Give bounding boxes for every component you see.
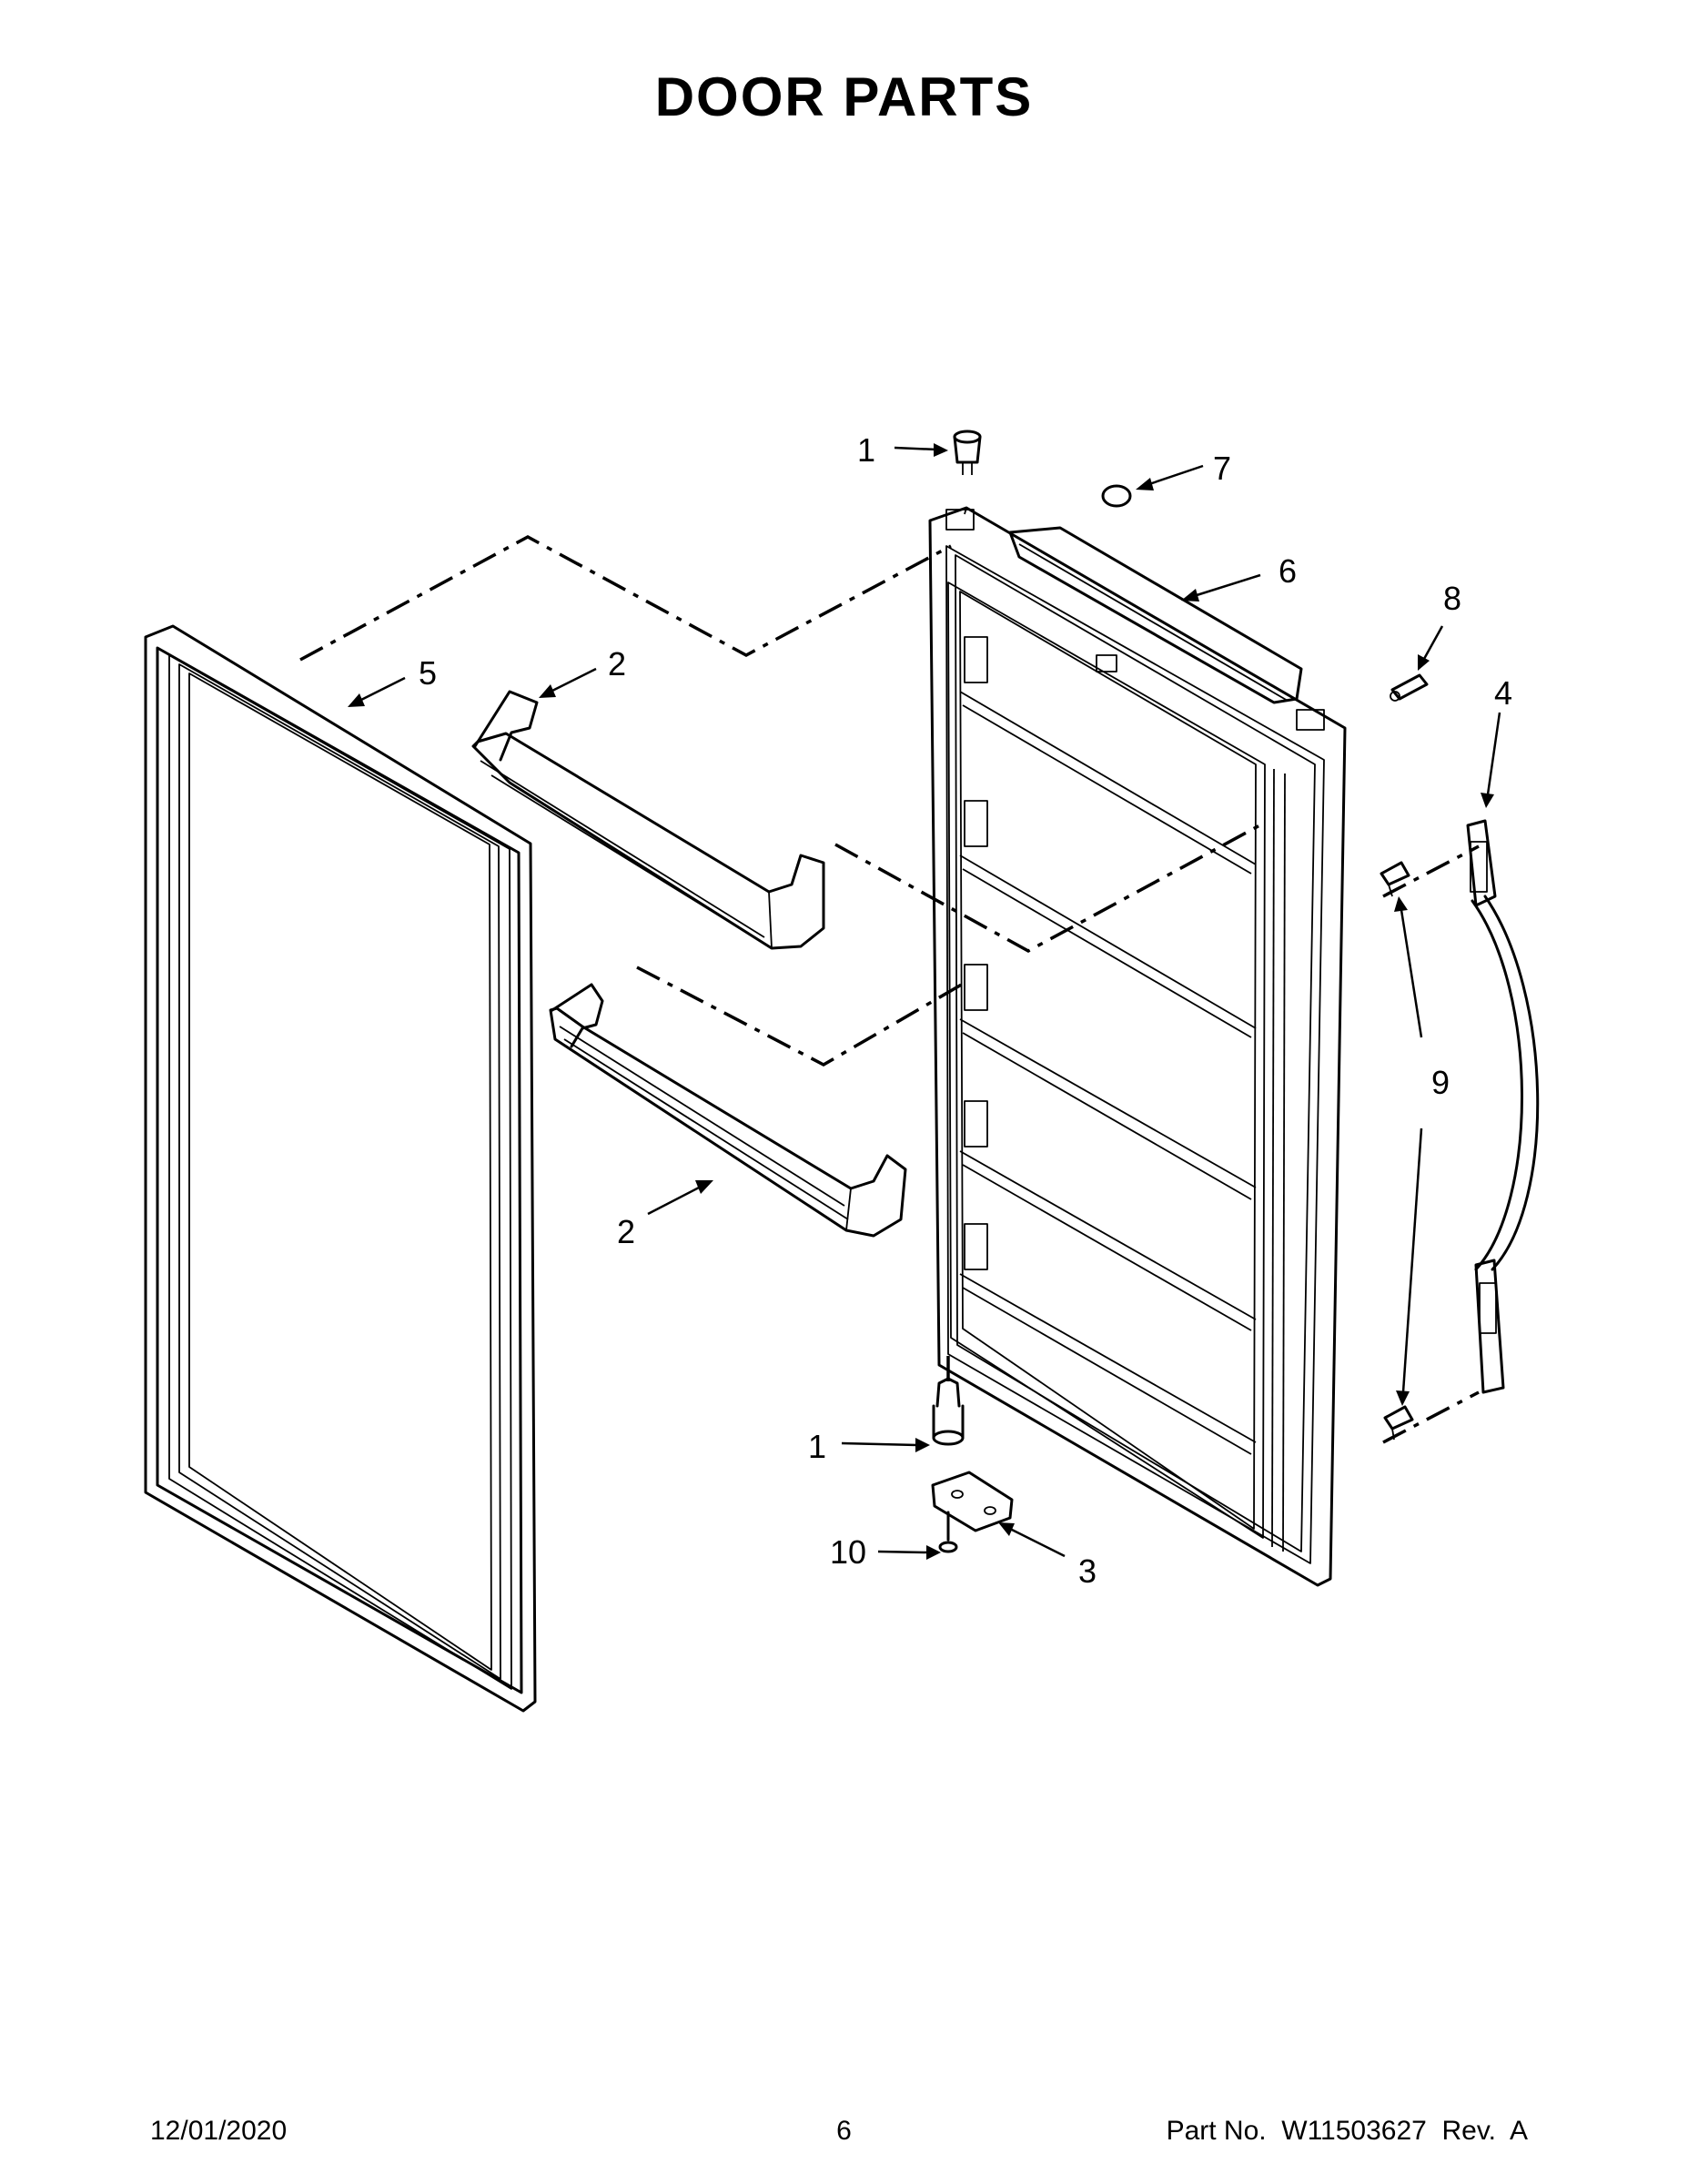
callout-6: 6 [1278, 552, 1298, 590]
handle-screw-upper [1380, 861, 1410, 897]
callout-1-top: 1 [856, 431, 876, 469]
assembly-guide-lines [299, 535, 1480, 1444]
callout-1-bottom: 1 [807, 1428, 827, 1465]
page-title: DOOR PARTS [654, 66, 1034, 127]
footer-part-number: Part No. W11503627 Rev. A [1166, 2116, 1528, 2146]
hinge-pin-top [953, 430, 982, 475]
footer-page-number: 6 [836, 2116, 852, 2146]
callout-2-upper: 2 [607, 645, 627, 682]
door-gasket [144, 624, 537, 1713]
o-ring [1101, 484, 1132, 508]
callout-3: 3 [1077, 1552, 1097, 1590]
door-cap [1008, 526, 1303, 704]
door-assembly [928, 506, 1347, 1587]
callout-10: 10 [829, 1533, 867, 1571]
handle-screw-lower [1383, 1405, 1414, 1441]
hinge-screw [938, 1511, 958, 1553]
callout-2-lower: 2 [616, 1213, 636, 1250]
door-stop [1390, 673, 1429, 702]
callout-7: 7 [1212, 450, 1232, 487]
door-bin-upper [471, 690, 825, 950]
door-bin-lower [549, 983, 907, 1238]
leader-lines [348, 443, 1501, 1560]
callout-8: 8 [1442, 580, 1462, 617]
footer-date: 12/01/2020 [150, 2116, 288, 2146]
callout-9: 9 [1430, 1064, 1450, 1101]
callout-4: 4 [1493, 674, 1513, 712]
hinge-pin-bottom [932, 1377, 965, 1446]
door-handle [1466, 819, 1540, 1394]
bottom-hinge [931, 1471, 1014, 1532]
callout-5: 5 [418, 654, 438, 692]
